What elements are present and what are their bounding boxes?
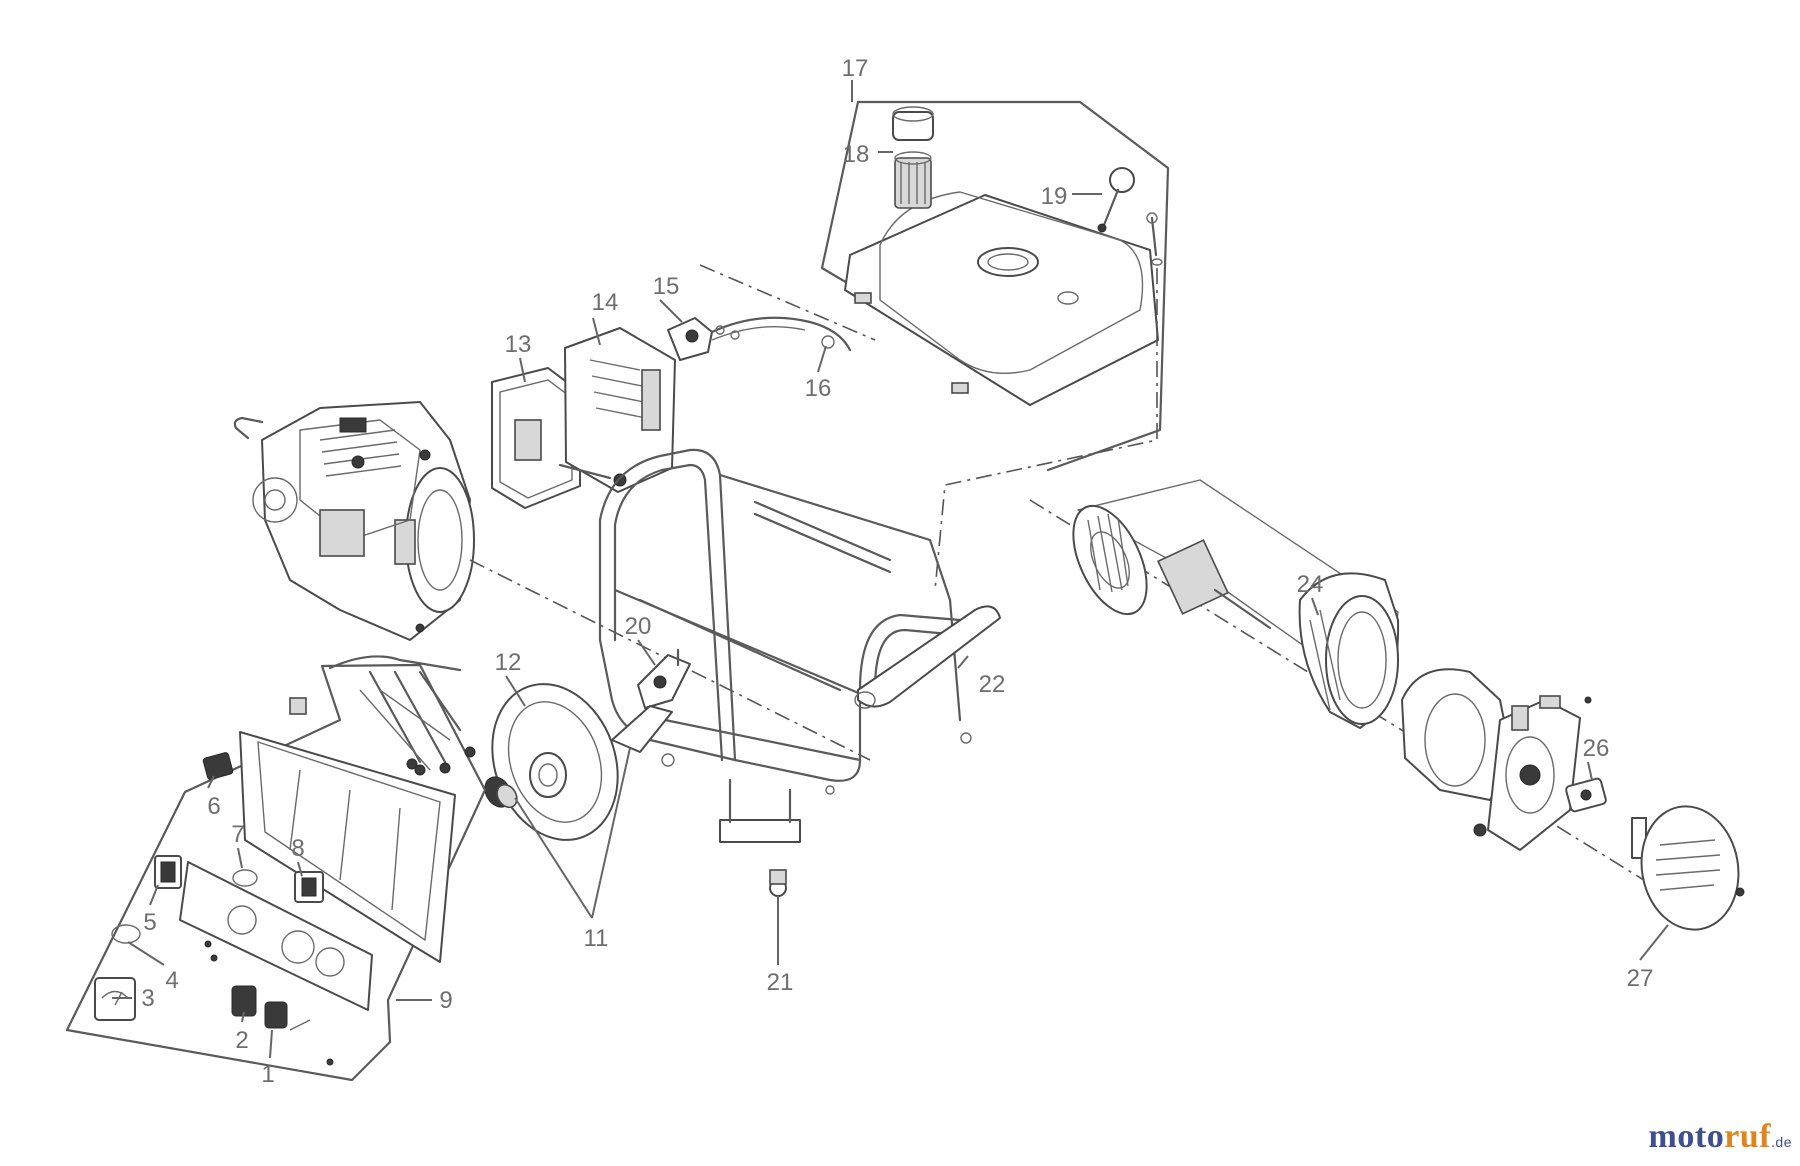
callout-5: 5: [143, 909, 156, 936]
brand-part-1: moto: [1648, 1118, 1725, 1155]
tank-assembly-line: [934, 268, 1158, 591]
callout-16: 16: [805, 375, 832, 402]
callout-3: 3: [141, 985, 154, 1012]
callout-14: 14: [592, 289, 619, 316]
brand-suffix: .de: [1771, 1134, 1792, 1150]
callout-24: 24: [1297, 571, 1324, 598]
fuel-cap: [892, 106, 934, 209]
callout-22: 22: [979, 671, 1006, 698]
callout-7: 7: [231, 821, 244, 848]
wheel: [484, 683, 619, 841]
callout-19: 19: [1041, 183, 1068, 210]
valve-assembly-line: [699, 264, 876, 341]
callout-2: 2: [235, 1027, 248, 1054]
alternator: [1072, 479, 1745, 931]
brand-part-2: ruf: [1724, 1118, 1772, 1155]
leader-lines: [112, 80, 1669, 1059]
callout-20: 20: [625, 613, 652, 640]
callout-11: 11: [584, 925, 609, 952]
callout-8: 8: [291, 835, 304, 862]
control-panel-group: [65, 655, 487, 1082]
callout-15: 15: [653, 273, 680, 300]
callout-13: 13: [505, 331, 532, 358]
callout-4: 4: [165, 967, 178, 994]
fuel-valve-group: [667, 316, 852, 361]
callout-labels: 1 2 3 4 5 6 7 8 9 11 12 13 14 15 16 17 1…: [141, 55, 1653, 1088]
fuel-tank-group: [820, 100, 1170, 472]
callout-9: 9: [439, 987, 452, 1014]
callout-6: 6: [207, 793, 220, 820]
brand-watermark: motoruf.de: [1649, 1118, 1792, 1156]
fuel-gauge: [1097, 167, 1135, 233]
callout-26: 26: [1583, 735, 1610, 762]
frame: [598, 448, 1001, 897]
callout-21: 21: [767, 969, 794, 996]
callout-1: 1: [261, 1061, 274, 1088]
callout-18: 18: [843, 141, 870, 168]
callout-17: 17: [842, 55, 869, 82]
callout-12: 12: [495, 649, 522, 676]
callout-27: 27: [1627, 965, 1654, 992]
engine: [233, 401, 475, 641]
air-filter-group: [491, 327, 676, 509]
